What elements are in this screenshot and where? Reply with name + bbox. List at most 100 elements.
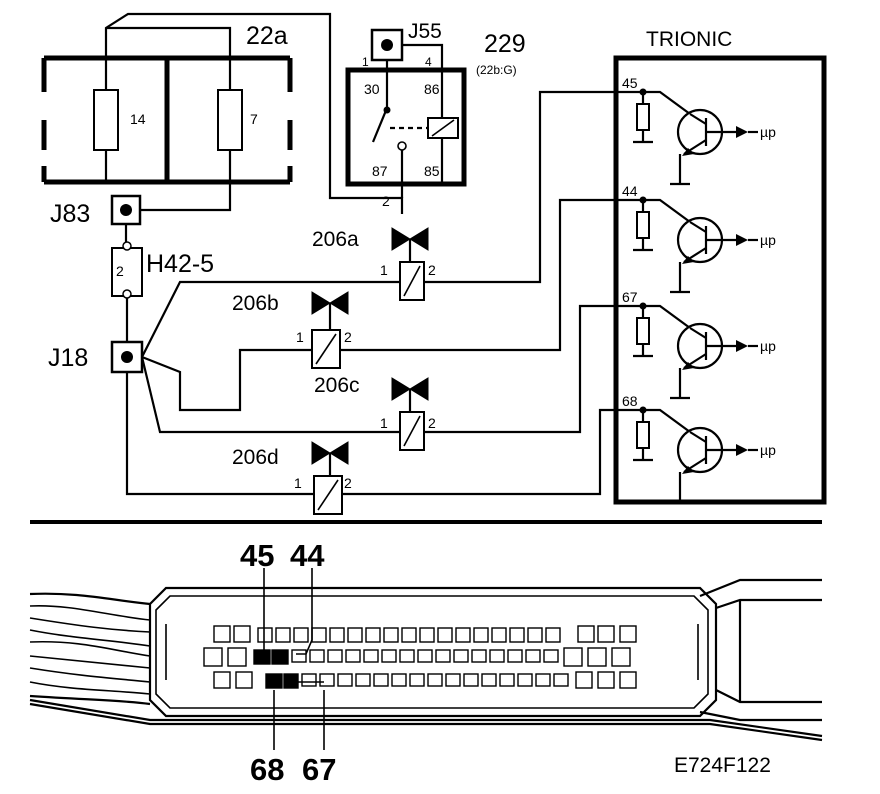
ecu-driver-label: µp	[760, 442, 776, 458]
connector-pin	[509, 627, 525, 643]
connector-pin	[587, 647, 607, 667]
svg-text:87: 87	[372, 163, 388, 179]
ecu-pin-label: 45	[622, 75, 638, 91]
connector-pin	[481, 673, 497, 687]
fuse-14: 14	[93, 58, 146, 182]
connector-pin-44	[271, 649, 289, 665]
connector-pin	[203, 647, 223, 667]
ecu-driver-44: 44 µp	[620, 183, 776, 294]
svg-text:2: 2	[382, 193, 390, 209]
connector-pin	[293, 627, 309, 643]
injector-206b: 206b 1 2	[232, 198, 620, 369]
connector-pin-45	[253, 649, 271, 665]
connector-pin	[213, 671, 231, 689]
relay-sublabel: (22b:G)	[476, 63, 517, 77]
connector-pin	[257, 627, 273, 643]
connector-pin	[499, 673, 515, 687]
connector-pin-68	[265, 673, 283, 689]
ecu-pin-label: 68	[622, 393, 638, 409]
svg-text:1: 1	[380, 415, 388, 431]
svg-text:1: 1	[362, 55, 369, 69]
connector-pin	[435, 649, 451, 663]
injector-206d: 206d 1 2	[232, 408, 620, 515]
fuse-box: 14 7 22a	[41, 12, 404, 214]
fuse-7: 7	[140, 58, 258, 212]
connector-pin	[455, 627, 471, 643]
injector-206c: 206c 1 2	[314, 304, 620, 451]
connector-pin	[355, 673, 371, 687]
svg-text:1: 1	[296, 329, 304, 345]
connector-pin	[445, 673, 461, 687]
connector-pin-68-label: 68	[250, 752, 284, 787]
connector-pin	[327, 649, 343, 663]
connector-pin	[383, 627, 399, 643]
connector-pin-44-label: 44	[290, 538, 325, 573]
connector-pin	[543, 649, 559, 663]
connector-pin	[489, 649, 505, 663]
connector-pin	[535, 673, 551, 687]
connector-pin	[527, 627, 543, 643]
connector-pin-67	[283, 673, 299, 689]
connector-h42-5: 2 H42-5	[111, 241, 214, 344]
ecu-driver-label: µp	[760, 232, 776, 248]
connector-pin	[235, 671, 253, 689]
figure-id: E724F122	[674, 754, 771, 777]
connector-pin	[213, 625, 231, 643]
j18-label: J18	[48, 344, 88, 372]
connector-pin	[227, 647, 247, 667]
svg-text:85: 85	[424, 163, 440, 179]
fuse-7-label: 7	[250, 111, 258, 127]
connector-pin	[577, 625, 595, 643]
connector-j83: J83	[50, 194, 142, 242]
connector-pin	[329, 627, 345, 643]
connector-pin	[337, 673, 353, 687]
svg-text:2: 2	[428, 262, 436, 278]
relay-label: 229	[484, 30, 526, 58]
connector-pin	[275, 627, 291, 643]
h42-label: H42-5	[146, 250, 214, 278]
connector-pin	[575, 671, 593, 689]
ecu-pin-label: 44	[622, 183, 638, 199]
connector-pin	[347, 627, 363, 643]
connector-pin	[417, 649, 433, 663]
connector-pin	[391, 673, 407, 687]
connector-pin	[345, 649, 361, 663]
injector-206b-label: 206b	[232, 292, 279, 315]
connector-pin	[463, 673, 479, 687]
ecu-driver-label: µp	[760, 338, 776, 354]
injector-206a: 206a 1 2	[312, 90, 620, 301]
svg-text:2: 2	[344, 475, 352, 491]
fuse-14-label: 14	[130, 111, 146, 127]
connector-j18: J18	[48, 340, 144, 374]
connector-pin	[427, 673, 443, 687]
injector-206c-label: 206c	[314, 374, 360, 397]
relay-229: J55 1 4 30 86 87 85 2 229 (22b:G)	[345, 20, 526, 209]
svg-text:30: 30	[364, 81, 380, 97]
connector-pin	[491, 627, 507, 643]
connector-pin	[473, 627, 489, 643]
ecu-connector-view: 45 44 68 67	[29, 538, 823, 787]
connector-pin	[419, 627, 435, 643]
connector-pin	[399, 649, 415, 663]
fuse-box-label: 22a	[246, 22, 288, 50]
connector-pin	[319, 673, 335, 687]
connector-pin	[597, 671, 615, 689]
connector-pin	[471, 649, 487, 663]
connector-pin	[363, 649, 379, 663]
svg-text:86: 86	[424, 81, 440, 97]
ecu-pin-label: 67	[622, 289, 638, 305]
connector-pin	[453, 649, 469, 663]
injector-206d-label: 206d	[232, 446, 279, 469]
svg-text:1: 1	[380, 262, 388, 278]
connector-pin	[563, 647, 583, 667]
connector-pin	[381, 649, 397, 663]
connector-pin	[233, 625, 251, 643]
ecu-label: TRIONIC	[646, 28, 732, 51]
svg-text:4: 4	[425, 55, 432, 69]
svg-text:2: 2	[344, 329, 352, 345]
connector-pin	[553, 673, 569, 687]
svg-text:2: 2	[428, 415, 436, 431]
